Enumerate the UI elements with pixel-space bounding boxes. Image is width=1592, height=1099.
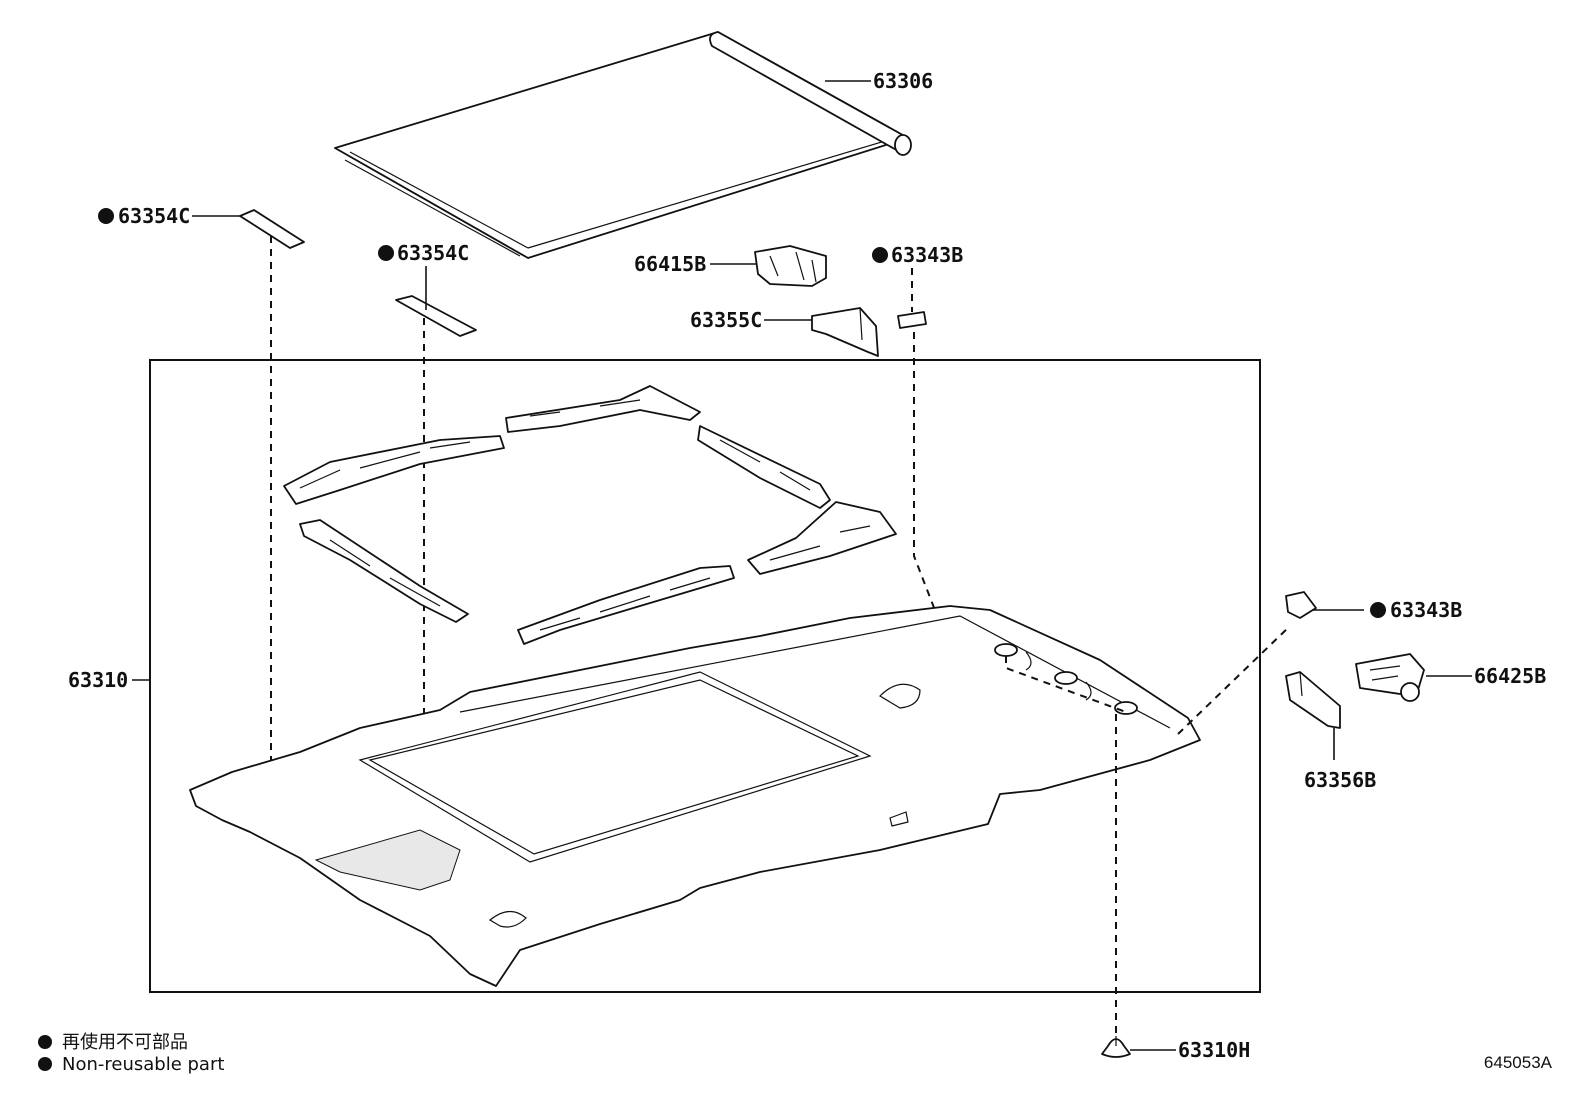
sunshade-part	[334, 31, 912, 259]
label-63354c-center: 63354C	[397, 241, 469, 265]
legend-english: Non-reusable part	[38, 1054, 224, 1075]
legend-text-en: Non-reusable part	[62, 1054, 225, 1075]
non-reusable-marker	[1370, 602, 1386, 618]
non-reusable-marker	[98, 208, 114, 224]
clip-63343b-top	[897, 311, 927, 329]
holder-63356b	[1285, 671, 1341, 729]
diagram-reference: 645053A	[1483, 1053, 1552, 1072]
label-63310h: 63310H	[1178, 1038, 1250, 1062]
non-reusable-marker	[378, 245, 394, 261]
holder-63355c	[811, 307, 879, 357]
dash-line	[913, 332, 939, 619]
headliner-63310	[189, 605, 1201, 987]
label-66415b: 66415B	[634, 252, 706, 276]
dash-line	[1177, 625, 1291, 735]
dash-line	[1005, 656, 1127, 713]
clip-63310h	[1101, 1036, 1131, 1058]
clip-63343b-right	[1285, 591, 1317, 619]
label-63356b: 63356B	[1304, 768, 1376, 792]
strip-63354c-center	[395, 295, 477, 337]
label-63354c-left: 63354C	[118, 204, 190, 228]
sunroof-frame	[283, 385, 897, 645]
clip-66425b	[1355, 653, 1425, 702]
legend-dot-icon	[38, 1057, 52, 1071]
non-reusable-marker	[872, 247, 888, 263]
label-63310: 63310	[68, 668, 128, 692]
label-63355c: 63355C	[690, 308, 762, 332]
label-63343b-right: 63343B	[1390, 598, 1462, 622]
label-63306: 63306	[873, 69, 933, 93]
strip-63354c-left	[239, 209, 305, 249]
assembly-box-63310	[149, 359, 1261, 993]
legend-text-ja: 再使用不可部品	[62, 1032, 188, 1053]
legend-japanese: 再使用不可部品	[38, 1028, 188, 1054]
label-63343b-top: 63343B	[891, 243, 963, 267]
legend-dot-icon	[38, 1035, 52, 1049]
clip-66415b	[754, 245, 827, 287]
label-66425b: 66425B	[1474, 664, 1546, 688]
